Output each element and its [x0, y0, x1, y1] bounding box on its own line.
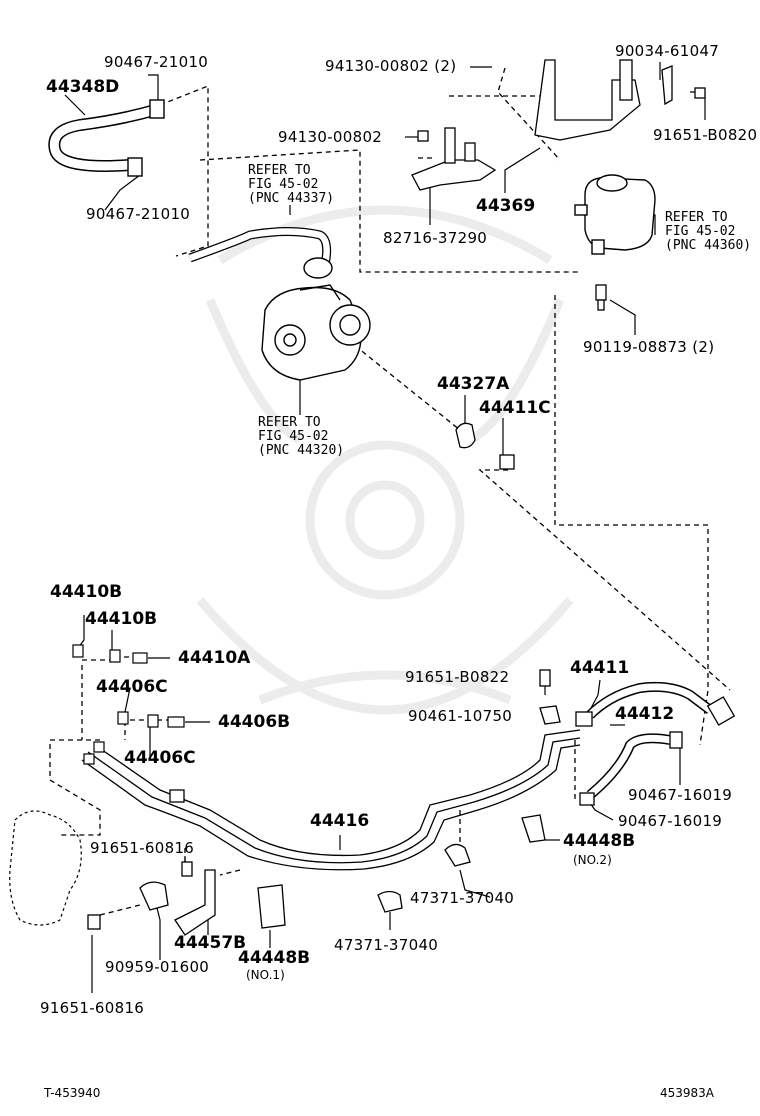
label-90467-21010-top: 90467-21010	[104, 53, 209, 71]
label-91651-60816-bottom: 91651-60816	[40, 999, 145, 1017]
label-90959-01600: 90959-01600	[105, 958, 210, 976]
label-44406c-bottom: 44406C	[124, 748, 196, 768]
label-44406b: 44406B	[218, 712, 291, 732]
label-44411c: 44411C	[479, 398, 551, 418]
label-44327a: 44327A	[437, 374, 510, 394]
pipe-44411	[575, 681, 736, 727]
label-90467-16019-2: 90467-16019	[618, 812, 723, 830]
label-44410a: 44410A	[178, 648, 251, 668]
label-44416: 44416	[310, 811, 370, 831]
label-94130-00802: 94130-00802	[278, 128, 383, 146]
label-44348d: 44348D	[46, 77, 120, 97]
label-90461-10750: 90461-10750	[408, 707, 513, 725]
footer-left-code: T-453940	[44, 1086, 101, 1100]
tube-44416	[81, 729, 581, 871]
label-44369: 44369	[476, 196, 536, 216]
label-47371-37040-2: 47371-37040	[334, 936, 439, 954]
label-94130-00802-2: 94130-00802 (2)	[325, 57, 457, 75]
bolt-90119	[595, 284, 607, 311]
label-no2: (NO.2)	[573, 853, 612, 867]
refer-note-44337: REFER TO FIG 45-02 (PNC 44337)	[248, 163, 335, 206]
hose-44348d	[48, 99, 165, 177]
bracket-44369	[534, 59, 706, 141]
label-90034-61047: 90034-61047	[615, 42, 720, 60]
label-44410b-1: 44410B	[50, 582, 123, 602]
label-47371-37040-1: 47371-37040	[410, 889, 515, 907]
clamp-44327a	[455, 422, 515, 470]
footer-right-code: 453983A	[660, 1086, 715, 1100]
reservoir	[574, 174, 656, 255]
return-pipe	[188, 227, 333, 279]
label-44448b-no1: 44448B	[238, 948, 311, 968]
engine-outline	[9, 810, 82, 926]
label-82716-37290: 82716-37290	[383, 229, 488, 247]
fittings-left	[72, 644, 185, 765]
label-44457b: 44457B	[174, 933, 247, 953]
label-no1: (NO.1)	[246, 968, 285, 982]
label-90119-08873-2: 90119-08873 (2)	[583, 338, 715, 356]
label-91651-b0822: 91651-B0822	[405, 668, 510, 686]
watermark-emblem	[196, 205, 574, 715]
refer-note-44320: REFER TO FIG 45-02 (PNC 44320)	[258, 415, 345, 458]
label-44406c-top: 44406C	[96, 677, 168, 697]
pump-assembly	[261, 284, 371, 381]
label-44412: 44412	[615, 704, 675, 724]
label-44448b-no2: 44448B	[563, 831, 636, 851]
label-91651-b0820: 91651-B0820	[653, 126, 758, 144]
label-90467-16019-1: 90467-16019	[628, 786, 733, 804]
bracket-82716	[411, 127, 497, 191]
label-91651-60816-top: 91651-60816	[90, 839, 195, 857]
label-44410b-2: 44410B	[85, 609, 158, 629]
hose-44412	[579, 731, 683, 806]
label-90467-21010-bottom: 90467-21010	[86, 205, 191, 223]
refer-note-44360: REFER TO FIG 45-02 (PNC 44360)	[665, 210, 752, 253]
bottom-brackets	[87, 669, 561, 936]
label-44411: 44411	[570, 658, 630, 678]
